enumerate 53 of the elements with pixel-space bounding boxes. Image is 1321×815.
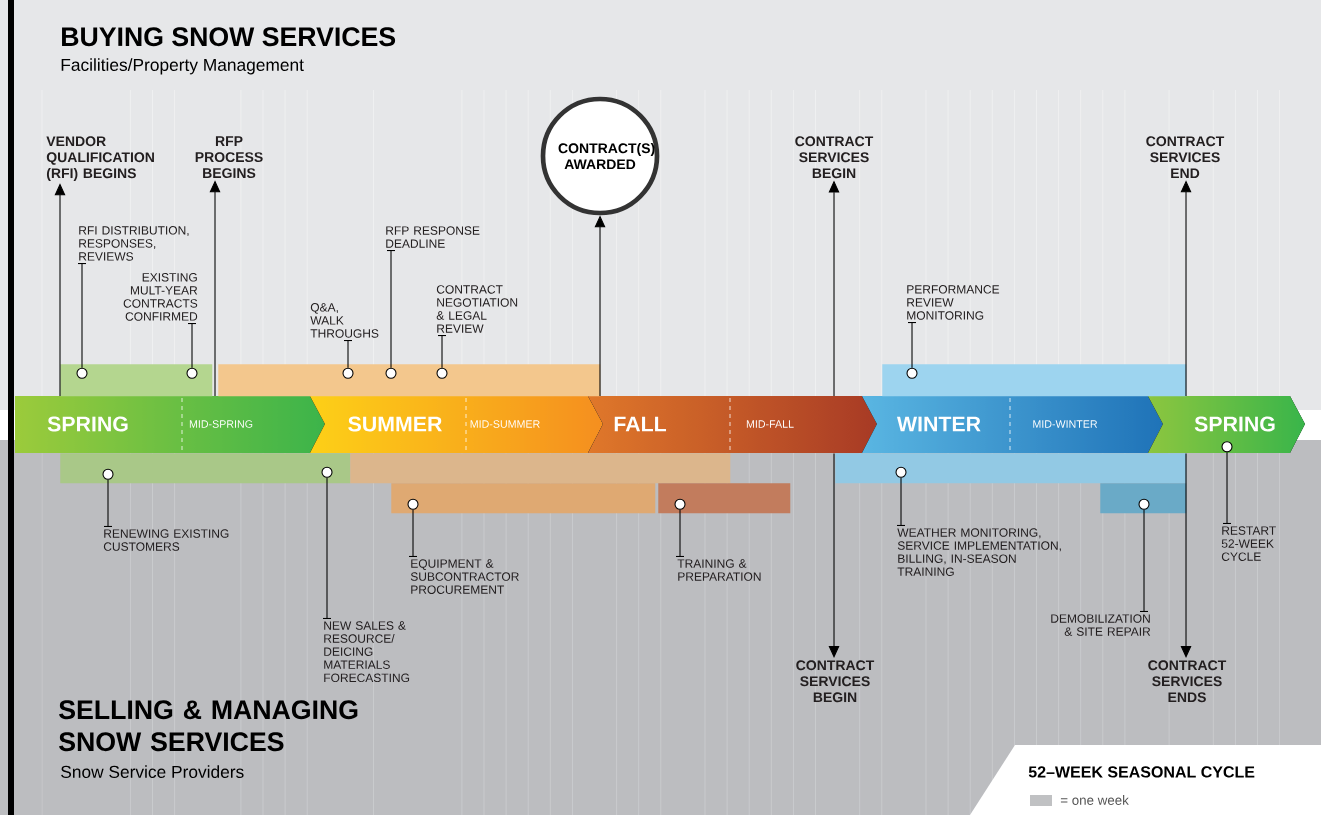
timeline-bar <box>391 483 656 514</box>
activity-label: NEW SALES & RESOURCE/ DEICING MATERIALS FORECASTING <box>324 621 410 683</box>
subheading: Snow Service Providers <box>61 765 244 778</box>
timeline-bar <box>1100 483 1187 514</box>
legend-heading: 52–WEEK SEASONAL CYCLE <box>1028 766 1255 778</box>
timeline-bar <box>350 453 731 484</box>
timeline-bar <box>60 453 351 484</box>
arrow <box>828 453 840 658</box>
activity-label: RFI DISTRIBUTION, RESPONSES, REVIEWS <box>79 226 189 261</box>
subheading: Facilities/Property Management <box>61 58 304 75</box>
heading: BUYING SNOW SERVICES <box>62 27 396 47</box>
leader-line <box>343 340 353 369</box>
leader-line <box>187 323 197 369</box>
leader-line <box>907 322 917 369</box>
timeline-bar <box>835 453 1187 484</box>
activity-label: PERFORMANCE REVIEW MONITORING <box>907 285 1000 320</box>
leader-line <box>675 509 685 557</box>
timeline-bar <box>60 364 213 397</box>
leader-line <box>386 250 396 369</box>
activity-label: TRAINING & PREPARATION <box>677 559 761 581</box>
milestone-label: CONTRACT SERVICES BEGIN <box>795 136 874 179</box>
milestone-label: CONTRACT SERVICES END <box>1146 136 1225 179</box>
season-segment: SUMMER MID-SUMMER <box>310 396 603 453</box>
leader-line <box>77 263 87 369</box>
leader-line <box>408 509 418 557</box>
legend-text: = one week <box>1060 795 1129 805</box>
leader-line <box>896 477 906 526</box>
activity-label: EQUIPMENT & SUBCONTRACTOR PROCUREMENT <box>410 559 519 594</box>
activity-label: CONTRACT NEGOTIATION & LEGAL REVIEW <box>436 285 518 333</box>
activity-label: RENEWING EXISTING CUSTOMERS <box>103 529 229 551</box>
timeline-bar <box>658 483 791 514</box>
season-segment: WINTER MID-WINTER <box>862 396 1163 453</box>
season-segment: SPRING <box>1148 396 1305 453</box>
timeline-bar <box>218 364 601 397</box>
activity-label: WEATHER MONITORING, SERVICE IMPLEMENTATION, BILLING, IN-SEASON TRAINING <box>897 528 1061 576</box>
leader-line <box>1139 509 1149 612</box>
milestone-label: RFP PROCESS BEGINS <box>195 136 263 179</box>
arrow <box>1180 453 1192 658</box>
activity-label: RFP RESPONSE DEADLINE <box>386 226 480 248</box>
season-segment: FALL MID-FALL <box>588 396 877 453</box>
leader-line <box>437 335 447 369</box>
leader-line <box>1222 451 1232 524</box>
activity-label: EXISTING MULT-YEAR CONTRACTS CONFIRMED <box>123 273 198 321</box>
activity-label: RESTART 52-WEEK CYCLE <box>1221 526 1276 561</box>
milestone-label: CONTRACT SERVICES BEGIN <box>796 660 875 703</box>
milestone-label: VENDOR QUALIFICATION (RFI) BEGINS <box>46 136 154 181</box>
activity-label: DEMOBILIZATION & SITE REPAIR <box>1051 614 1151 636</box>
leader-line <box>103 479 113 527</box>
activity-label: Q&A, WALK THROUGHS <box>310 303 379 338</box>
heading: SELLING & MANAGING SNOW SERVICES <box>59 700 358 752</box>
timeline-bar <box>882 364 1187 397</box>
milestone-label: CONTRACT SERVICES ENDS <box>1148 660 1227 703</box>
leader-line <box>322 477 332 619</box>
